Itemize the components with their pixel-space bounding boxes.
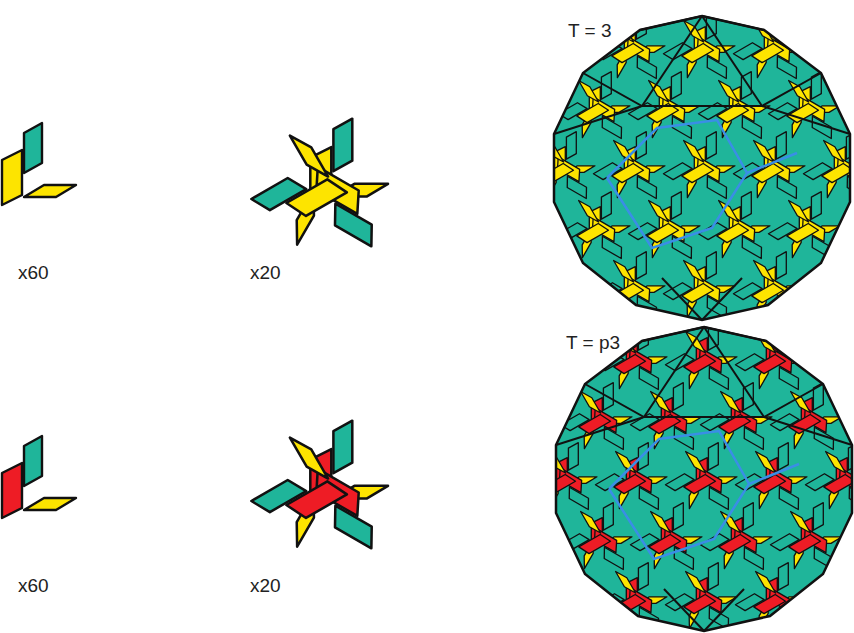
copy-count: x60 [18, 575, 49, 598]
capsid-shell [514, 8, 854, 335]
triangulation-label: T = 3 [568, 20, 611, 43]
protein-unit [2, 123, 76, 205]
capsid-shell [516, 319, 854, 633]
trimer [233, 421, 392, 580]
protein-unit [2, 436, 76, 518]
trimer [233, 119, 392, 278]
copy-count: x20 [250, 575, 281, 598]
triangulation-label: T = p3 [566, 332, 620, 355]
copy-count: x60 [18, 262, 49, 285]
copy-count: x20 [250, 262, 281, 285]
